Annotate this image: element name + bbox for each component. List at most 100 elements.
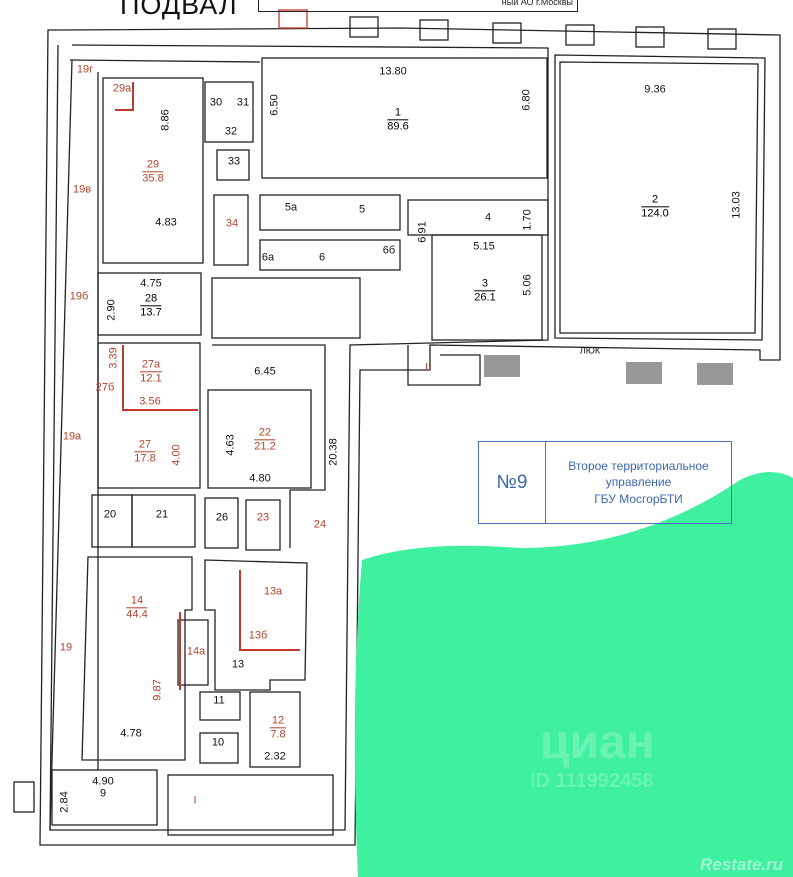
room-32-label: 32 <box>224 125 238 138</box>
room-33-label: 33 <box>227 155 241 168</box>
dim-stair-length: 6.91 <box>416 221 429 243</box>
bti-stamp: №9 Второе территориальное управление ГБУ… <box>478 441 732 524</box>
room-19a-label: 19а <box>62 430 82 443</box>
dim-room12-width: 2.32 <box>264 750 286 763</box>
stamp-line-3: ГБУ МосгорБТИ <box>594 491 683 506</box>
stair-2-label: II <box>424 361 432 374</box>
dim-room27a-height: 3.39 <box>107 347 120 369</box>
room-20-label: 20 <box>103 508 117 521</box>
room-area: 124.0 <box>641 207 669 220</box>
room-9-label: 9 <box>99 787 107 800</box>
dim-room22-width: 4.80 <box>249 472 271 485</box>
stamp-line-2: управление <box>605 475 672 490</box>
room-10-label: 10 <box>211 736 225 749</box>
room-19b-label: 19б <box>69 290 89 303</box>
restate-watermark: Restate.ru <box>700 855 784 874</box>
room-6-label: 6 <box>318 251 326 264</box>
dim-room4-height: 1.70 <box>521 209 534 231</box>
room-11-label: 11 <box>213 694 225 707</box>
room-24-label: 24 <box>313 518 327 531</box>
stamp-number: №9 <box>479 442 546 523</box>
room-number: 2 <box>641 193 669 208</box>
room-30-label: 30 <box>209 96 223 109</box>
room-26-label: 26 <box>215 511 229 524</box>
room-number: 12 <box>269 714 287 729</box>
room-27b-label: 27б <box>95 381 115 394</box>
room-area: 26.1 <box>474 291 496 304</box>
dim-room9-height: 2.84 <box>58 791 71 813</box>
room-29a-label: 29а <box>112 82 132 95</box>
dim-corridor-width: 6.45 <box>254 365 276 378</box>
room-19g-label: 19г <box>76 63 94 76</box>
dim-room3-width: 5.15 <box>473 240 495 253</box>
room-number: 27 <box>134 438 156 453</box>
green-cover-blob <box>354 471 793 877</box>
dim-room29-height: 8.86 <box>159 109 172 131</box>
dim-room3-height: 5.06 <box>521 274 534 296</box>
stamp-text: Второе территориальное управление ГБУ Мо… <box>546 442 731 523</box>
room-number: 3 <box>474 277 496 292</box>
room-area: 35.8 <box>142 172 164 185</box>
room-area: 7.8 <box>270 728 286 741</box>
room-13a-label: 13а <box>263 585 283 598</box>
room-6b-label: 6б <box>382 244 396 257</box>
room-4-label: 4 <box>484 211 492 224</box>
cian-id-watermark: ID 111992458 <box>530 770 654 792</box>
room-34-label: 34 <box>225 217 239 230</box>
room-6a-label: 6а <box>261 251 275 264</box>
dim-room14-height: 9.87 <box>151 679 164 701</box>
room-number: 22 <box>254 426 276 441</box>
room-5-label: 5 <box>358 203 366 216</box>
hatch-label: ЛЮК <box>579 345 601 356</box>
room-number: 27а <box>139 358 163 373</box>
room-area: 44.4 <box>126 608 148 621</box>
room-19-label: 19 <box>59 641 73 654</box>
room-19v-label: 19в <box>72 183 92 196</box>
room-13b-label: 13б <box>248 629 268 642</box>
room-area: 21.2 <box>254 440 276 453</box>
cian-watermark: циан <box>540 716 655 769</box>
dim-room22-height: 4.63 <box>224 434 237 456</box>
dim-room2-width: 9.36 <box>644 83 666 96</box>
dim-room27-height: 4.00 <box>170 444 183 466</box>
dim-room29-width: 4.83 <box>155 216 177 229</box>
header-org-box: ный АО г.Москвы <box>258 0 578 12</box>
room-area: 12.1 <box>140 372 162 385</box>
room-14a-label: 14а <box>186 645 206 658</box>
dim-corridor-length: 20.38 <box>327 438 340 466</box>
plan-title: ПОДВАЛ <box>120 0 238 20</box>
room-21-label: 21 <box>155 508 169 521</box>
room-number: 28 <box>140 292 162 307</box>
dim-room28-height: 2.90 <box>105 299 118 321</box>
dim-room14-width: 4.78 <box>120 727 142 740</box>
dim-room27a-width: 3.56 <box>139 395 161 408</box>
room-area: 89.6 <box>387 120 409 133</box>
room-number: 14 <box>126 594 148 609</box>
dim-room1-width: 13.80 <box>379 65 407 78</box>
dim-room2-height: 13.03 <box>730 191 743 219</box>
stamp-line-1: Второе территориальное <box>568 459 709 474</box>
room-23-label: 23 <box>256 511 270 524</box>
dim-room9-width: 4.90 <box>92 775 114 788</box>
room-13-label: 13 <box>231 658 245 671</box>
room-area: 17.8 <box>134 452 156 465</box>
dim-room1-h1: 6.50 <box>268 94 281 116</box>
room-number: 29 <box>142 158 164 173</box>
room-number: 1 <box>387 106 409 121</box>
room-31-label: 31 <box>236 96 250 109</box>
room-5a-label: 5а <box>284 201 298 214</box>
room-area: 13.7 <box>140 306 162 319</box>
dim-room1-h2: 6.80 <box>520 89 533 111</box>
stair-1-label: I <box>193 794 197 807</box>
